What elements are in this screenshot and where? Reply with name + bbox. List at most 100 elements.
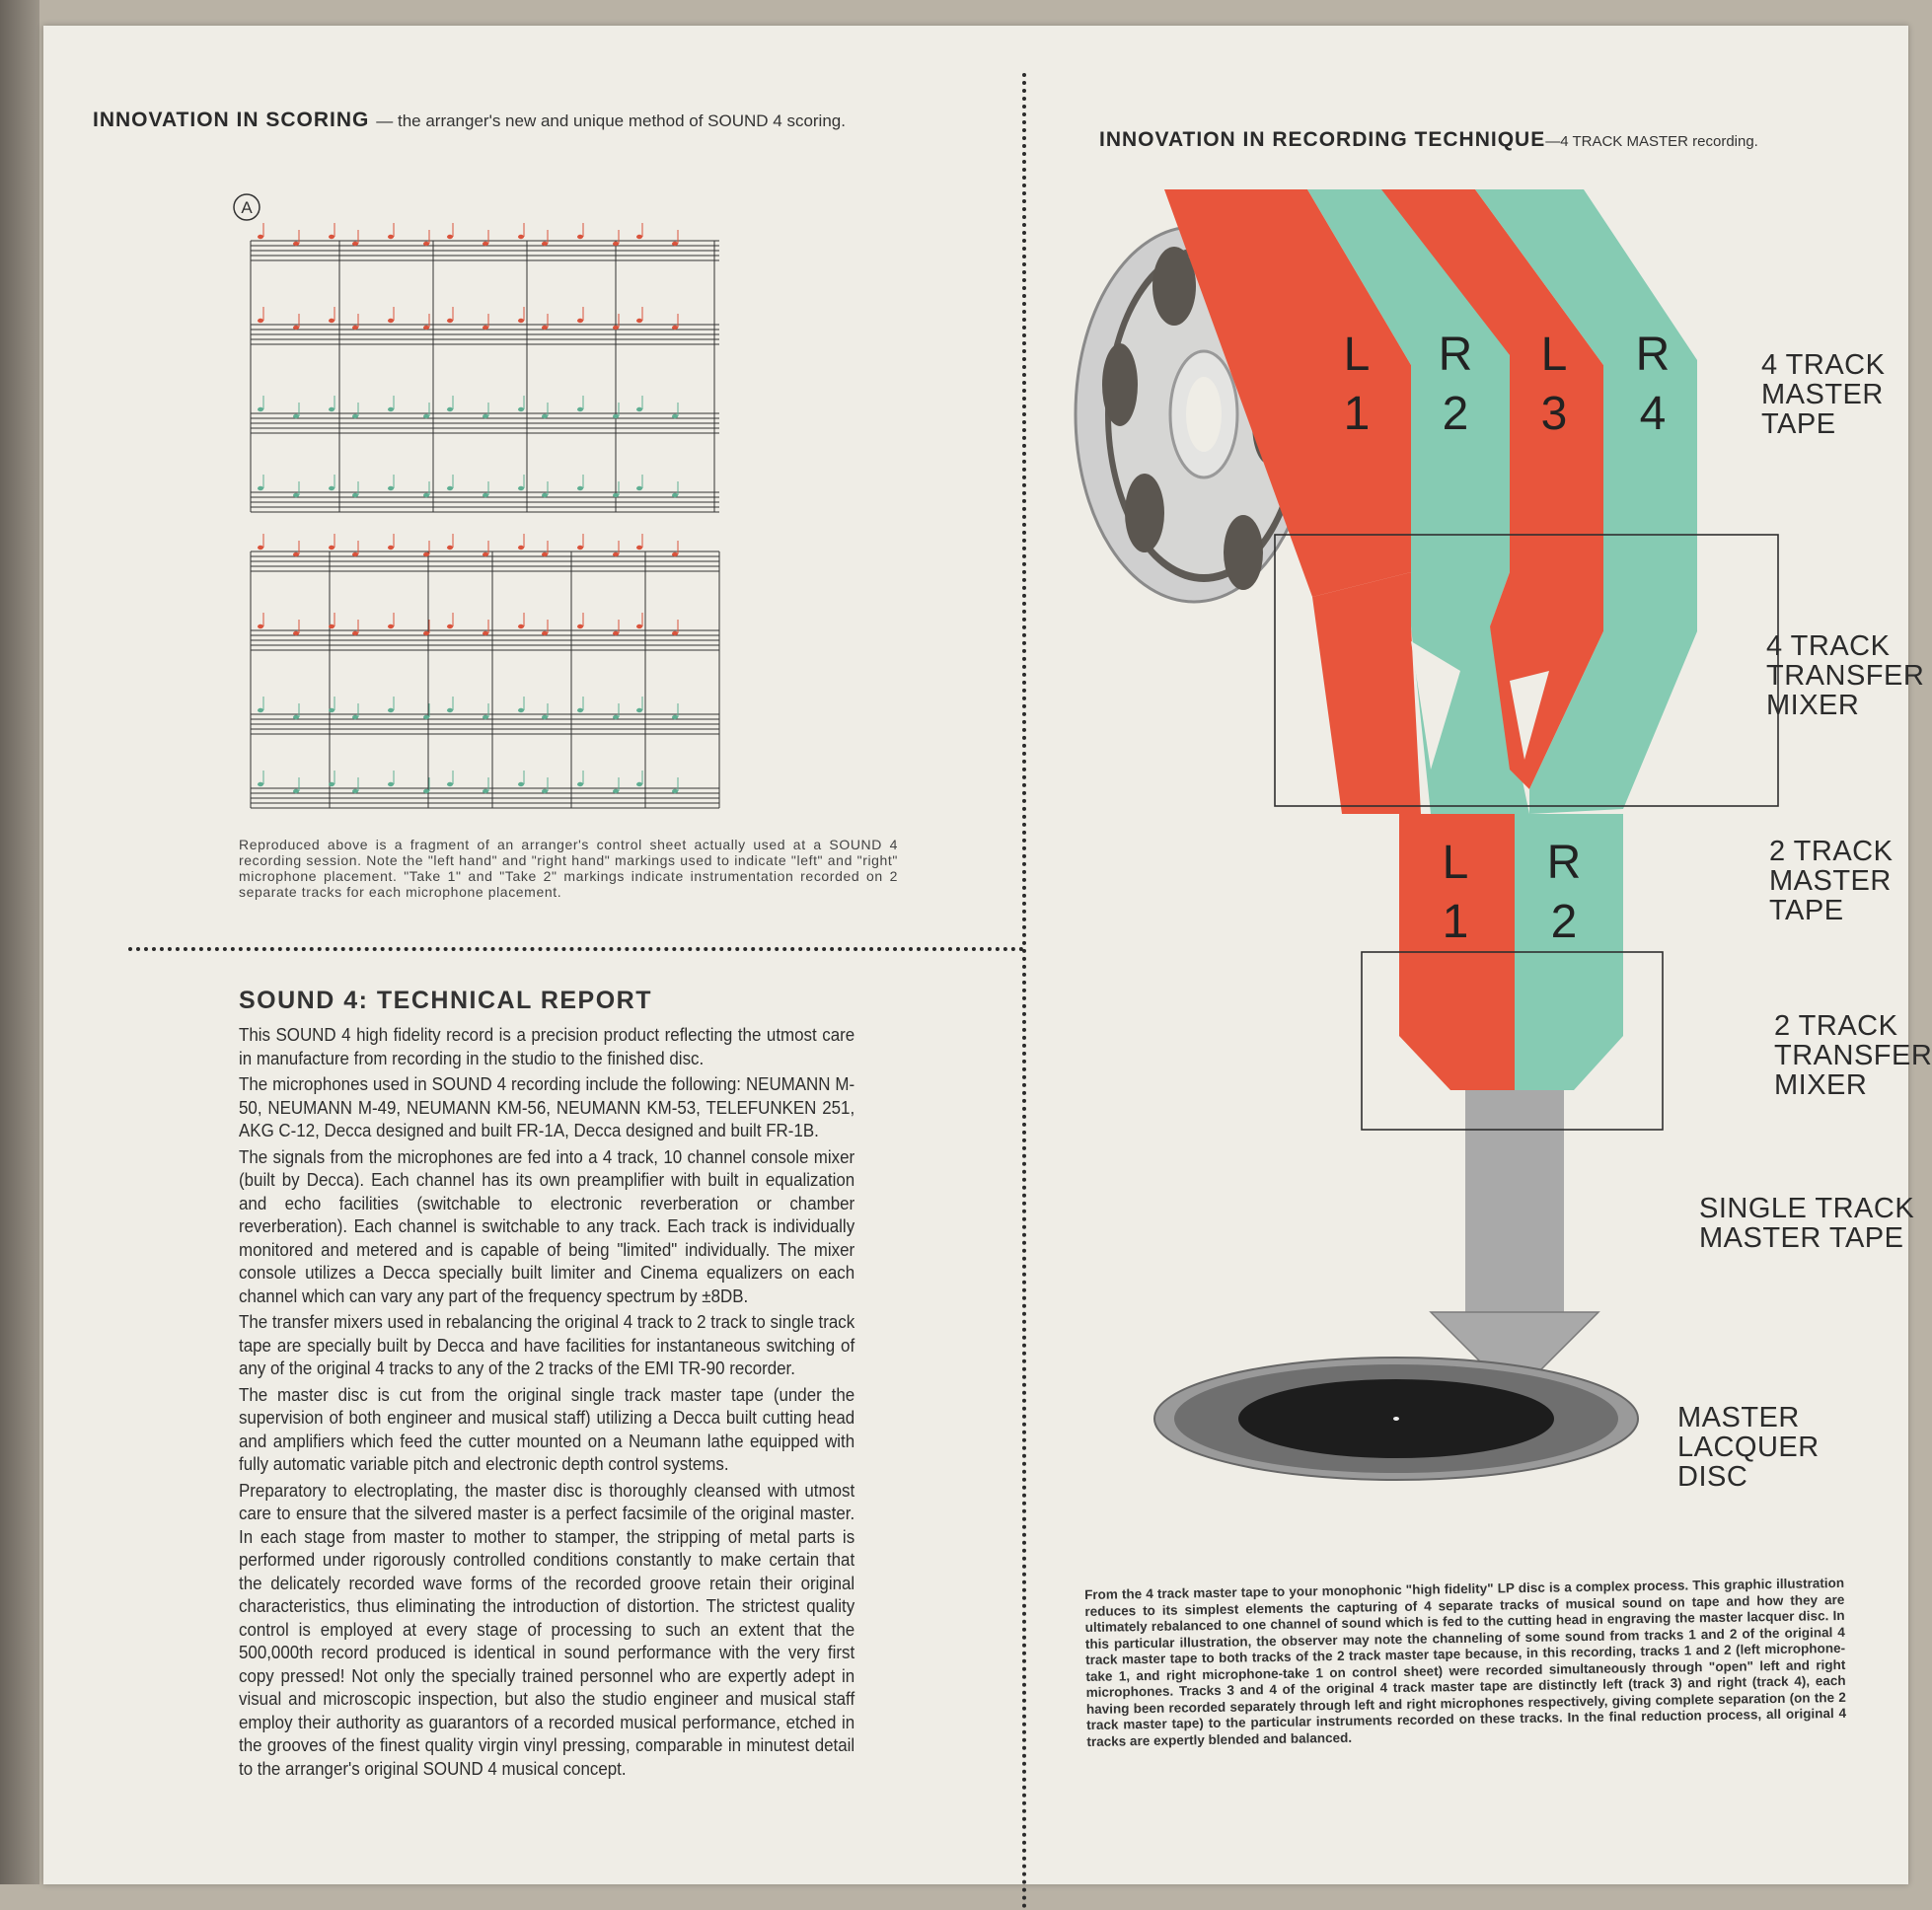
- horizontal-divider: [128, 947, 1024, 951]
- note-head: [542, 241, 548, 247]
- note-head: [577, 234, 583, 240]
- note-head: [258, 234, 263, 240]
- note-head: [577, 624, 583, 629]
- note-head: [483, 492, 488, 498]
- note-head: [352, 551, 358, 557]
- note-head: [293, 714, 299, 720]
- recording-heading-title: INNOVATION IN RECORDING TECHNIQUE: [1099, 128, 1546, 151]
- down-arrow-icon: [1429, 1311, 1600, 1398]
- note-head: [672, 551, 678, 557]
- note-head: [636, 624, 642, 629]
- staff-system: [250, 240, 720, 809]
- note-head: [258, 707, 263, 713]
- label-single-track-master-tape: SINGLE TRACK MASTER TAPE: [1699, 1193, 1915, 1254]
- two-track-2-letter: R: [1547, 837, 1582, 889]
- note-head: [518, 485, 524, 491]
- scoring-heading: INNOVATION IN SCORING — the arranger's n…: [93, 109, 846, 132]
- note-head: [518, 234, 524, 240]
- report-paragraph: The transfer mixers used in rebalancing …: [239, 1312, 855, 1378]
- track-band-1: [1164, 189, 1411, 597]
- note-head: [542, 492, 548, 498]
- arranger-control-sheet: A: [233, 193, 720, 809]
- note-head: [293, 413, 299, 419]
- note-head: [636, 234, 642, 240]
- note-head: [293, 551, 299, 557]
- report-paragraph: The master disc is cut from the original…: [239, 1384, 855, 1475]
- note-head: [672, 630, 678, 636]
- note-head: [388, 406, 394, 412]
- note-head: [329, 545, 334, 551]
- note-head: [329, 781, 334, 787]
- note-head: [423, 630, 429, 636]
- note-head: [258, 318, 263, 324]
- note-head: [388, 545, 394, 551]
- handwritten-notes: [258, 223, 679, 794]
- note-head: [388, 781, 394, 787]
- note-head: [352, 714, 358, 720]
- label-4-track-master-tape: 4 TRACK MASTER TAPE: [1761, 349, 1886, 440]
- note-head: [483, 788, 488, 794]
- label-2-track-transfer-mixer: 2 TRACK TRANSFER MIXER: [1774, 1010, 1932, 1101]
- track-4-letter: R: [1636, 329, 1671, 381]
- score-caption: Reproduced above is a fragment of an arr…: [239, 837, 898, 900]
- note-head: [483, 630, 488, 636]
- note-head: [352, 325, 358, 331]
- note-head: [293, 788, 299, 794]
- note-head: [672, 788, 678, 794]
- mixer-funnel-mid-red: [1490, 572, 1603, 789]
- note-head: [447, 707, 453, 713]
- note-head: [447, 406, 453, 412]
- note-head: [636, 485, 642, 491]
- two-track-mixer-box: [1361, 951, 1664, 1131]
- two-track-2-number: 2: [1551, 896, 1578, 948]
- track-2-letter: R: [1439, 329, 1473, 381]
- rehearsal-mark: A: [241, 198, 253, 217]
- note-head: [613, 788, 619, 794]
- note-head: [293, 630, 299, 636]
- note-head: [636, 406, 642, 412]
- note-head: [613, 551, 619, 557]
- note-head: [258, 406, 263, 412]
- note-head: [542, 788, 548, 794]
- rehearsal-mark-circle: [233, 193, 260, 221]
- note-head: [258, 485, 263, 491]
- note-head: [447, 781, 453, 787]
- note-head: [388, 707, 394, 713]
- funnel-gap-1: [1411, 641, 1460, 770]
- note-head: [672, 714, 678, 720]
- note-head: [423, 788, 429, 794]
- note-head: [636, 318, 642, 324]
- track-1-letter: L: [1344, 329, 1371, 381]
- note-head: [329, 234, 334, 240]
- note-head: [483, 241, 488, 247]
- note-head: [518, 545, 524, 551]
- note-head: [483, 325, 488, 331]
- track-3-number: 3: [1541, 388, 1568, 440]
- note-head: [577, 707, 583, 713]
- note-head: [258, 624, 263, 629]
- process-explanation: From the 4 track master tape to your mon…: [1084, 1575, 1847, 1749]
- note-head: [672, 492, 678, 498]
- report-paragraph: Preparatory to electroplating, the maste…: [239, 1480, 855, 1779]
- note-head: [613, 241, 619, 247]
- note-head: [388, 624, 394, 629]
- note-head: [613, 413, 619, 419]
- report-paragraph: This SOUND 4 high fidelity record is a p…: [239, 1025, 855, 1068]
- note-head: [518, 624, 524, 629]
- note-head: [388, 485, 394, 491]
- note-head: [423, 492, 429, 498]
- two-track-1-letter: L: [1443, 837, 1469, 889]
- note-head: [672, 413, 678, 419]
- note-head: [352, 413, 358, 419]
- note-head: [329, 318, 334, 324]
- technical-report: This SOUND 4 high fidelity record is a p…: [239, 1024, 855, 1784]
- note-head: [447, 545, 453, 551]
- note-head: [483, 413, 488, 419]
- note-head: [542, 630, 548, 636]
- note-head: [329, 406, 334, 412]
- four-track-mixer-box: [1274, 534, 1779, 807]
- sleeve-edge: [0, 0, 39, 1884]
- vertical-divider: [1022, 73, 1026, 1910]
- note-head: [542, 413, 548, 419]
- note-head: [258, 545, 263, 551]
